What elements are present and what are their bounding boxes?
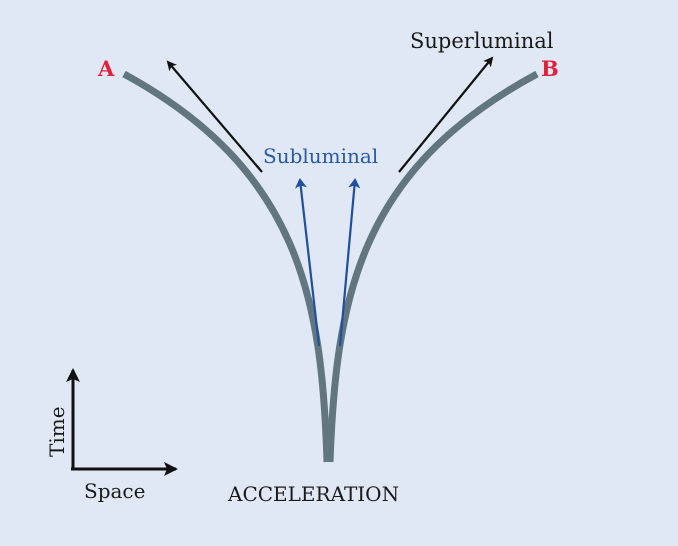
superluminal-arrow-right bbox=[398, 56, 494, 173]
label-a: A bbox=[97, 56, 115, 81]
subluminal-arrow-right bbox=[338, 178, 361, 347]
worldline-right bbox=[326, 70, 539, 463]
superluminal-arrow-left bbox=[166, 60, 263, 173]
label-acceleration: ACCELERATION bbox=[227, 482, 399, 506]
label-superluminal: Superluminal bbox=[410, 29, 554, 53]
label-subluminal: Subluminal bbox=[263, 144, 378, 168]
worldline-left bbox=[122, 70, 331, 463]
label-time: Time bbox=[45, 406, 69, 457]
label-space: Space bbox=[84, 479, 145, 503]
label-b: B bbox=[541, 56, 559, 81]
subluminal-arrow-left bbox=[294, 178, 321, 347]
